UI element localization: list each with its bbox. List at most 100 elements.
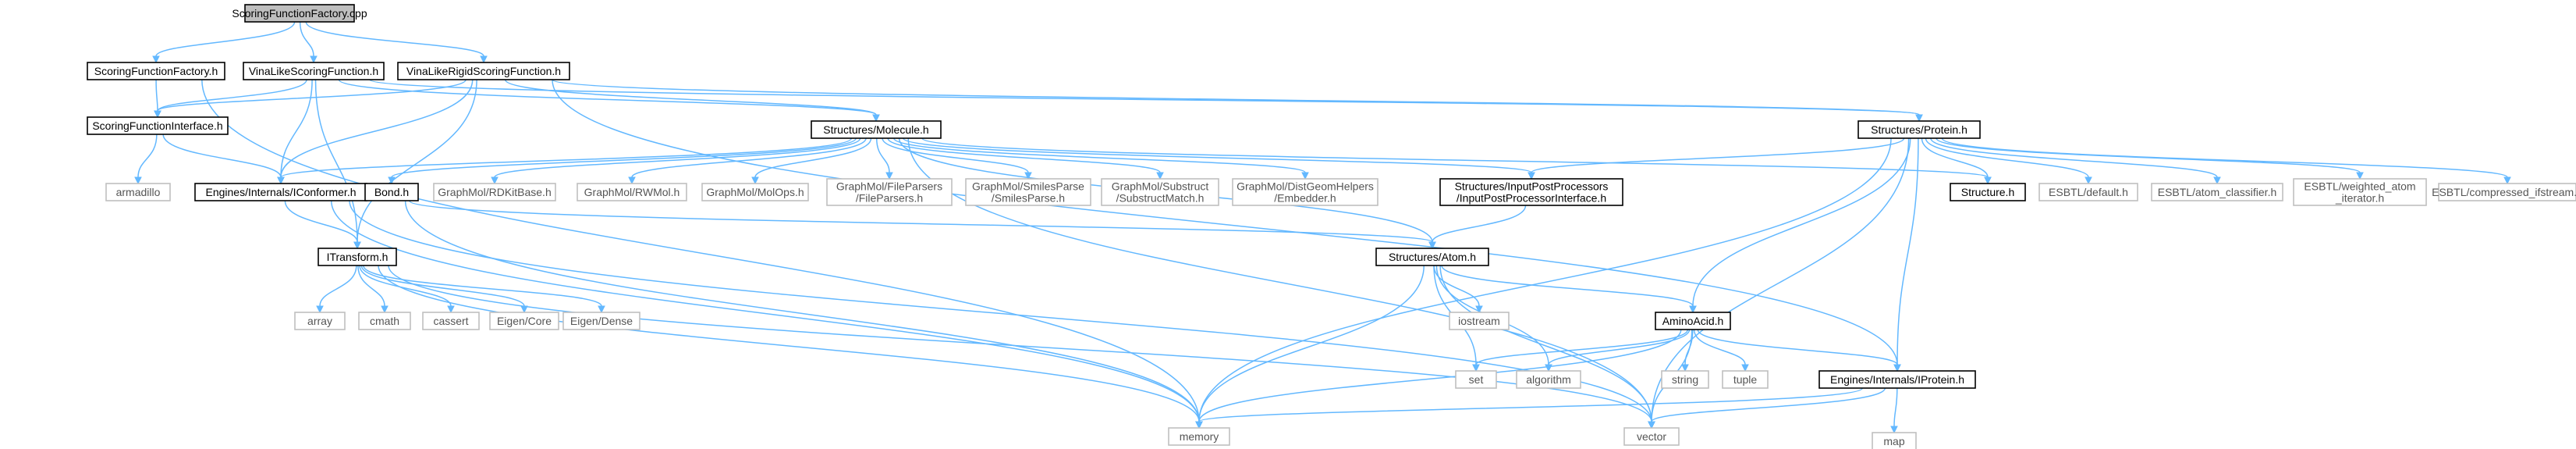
node-iprotein[interactable]: Engines/Internals/IProtein.h <box>1818 370 1976 389</box>
edge-protein-to-ipp <box>1528 137 1905 180</box>
node-iostream: iostream <box>1449 312 1510 330</box>
node-label: /SubstructMatch.h <box>1116 192 1205 205</box>
node-iconformer[interactable]: Engines/Internals/IConformer.h <box>194 183 367 201</box>
node-label: /Embedder.h <box>1274 192 1336 205</box>
node-aminoacid[interactable]: AminoAcid.h <box>1655 312 1731 330</box>
node-label: Engines/Internals/IProtein.h <box>1830 373 1964 386</box>
node-itransform[interactable]: ITransform.h <box>318 248 397 266</box>
edge-molecule-to-distgeom <box>893 137 1309 180</box>
node-label: GraphMol/FileParsers <box>836 180 942 193</box>
node-vector: vector <box>1623 427 1680 446</box>
node-protein[interactable]: Structures/Protein.h <box>1857 120 1981 139</box>
node-molops: GraphMol/MolOps.h <box>701 183 809 201</box>
node-label: string <box>1672 373 1698 386</box>
edge-protein-to-esbtl_compressed <box>1941 137 2511 185</box>
node-label: VinaLikeRigidScoringFunction.h <box>406 65 561 77</box>
node-label: ScoringFunctionFactory.cpp <box>232 7 367 20</box>
node-ipp[interactable]: Structures/InputPostProcessors/InputPost… <box>1439 178 1623 206</box>
node-label: /SmilesParse.h <box>992 192 1065 205</box>
node-root[interactable]: ScoringFunctionFactory.cpp <box>232 4 367 23</box>
node-array: array <box>294 312 346 330</box>
edge-molecule-to-smilesparse <box>882 137 1032 180</box>
edge-bond-to-atom <box>408 200 1436 250</box>
node-esbtl-compressed: ESBTL/compressed_ifstream.h <box>2432 183 2576 201</box>
node-label: GraphMol/Substruct <box>1112 180 1209 193</box>
node-label: iostream <box>1458 315 1500 327</box>
node-sfi-h[interactable]: ScoringFunctionInterface.h <box>87 116 229 135</box>
edge-protein-to-iprotein <box>1893 137 1919 372</box>
edge-molecule-to-molops <box>751 137 872 185</box>
node-esbtl-default: ESBTL/default.h <box>2038 183 2138 201</box>
node-map: map <box>1872 432 1917 449</box>
node-label: Structures/Atom.h <box>1389 251 1476 263</box>
node-distgeom: GraphMol/DistGeomHelpers/Embedder.h <box>1232 178 1378 206</box>
node-label: Structure.h <box>1961 186 2014 198</box>
edge-protein-to-vector <box>1648 137 1910 429</box>
node-rwmol: GraphMol/RWMol.h <box>577 183 687 201</box>
node-label: array <box>307 315 332 327</box>
node-label: GraphMol/RWMol.h <box>584 186 680 198</box>
edge-itransform-to-eigendense <box>363 265 605 314</box>
node-set: set <box>1455 370 1497 389</box>
node-label: VinaLikeScoringFunction.h <box>249 65 378 77</box>
edge-atom-to-iostream <box>1433 265 1483 314</box>
edge-atom-to-memory <box>1195 265 1425 429</box>
node-atom[interactable]: Structures/Atom.h <box>1375 248 1489 266</box>
edge-protein-to-memory <box>1195 137 1892 429</box>
edge-vina_h-to-itransform <box>314 79 361 250</box>
node-label: Eigen/Dense <box>570 315 633 327</box>
edge-molecule-to-iconformer <box>277 137 853 185</box>
edge-molecule-to-fileparsers <box>875 137 893 180</box>
edge-itransform-to-array <box>316 265 357 314</box>
node-label: Structures/InputPostProcessors <box>1455 180 1609 193</box>
edge-protein-to-structure <box>1921 137 1992 185</box>
node-memory: memory <box>1168 427 1230 446</box>
edge-protein-to-aminoacid <box>1689 137 1911 314</box>
node-label: GraphMol/SmilesParse <box>972 180 1084 193</box>
node-substruct: GraphMol/Substruct/SubstructMatch.h <box>1101 178 1219 206</box>
edge-molecule-to-structure <box>921 137 1992 185</box>
node-string: string <box>1661 370 1709 389</box>
node-label: Eigen/Core <box>497 315 552 327</box>
node-cmath: cmath <box>358 312 411 330</box>
node-armadillo: armadillo <box>105 183 171 201</box>
node-fileparsers: GraphMol/FileParsers/FileParsers.h <box>826 178 953 206</box>
node-eigendense: Eigen/Dense <box>562 312 640 330</box>
node-label: memory <box>1180 430 1219 443</box>
edge-sfi_h-to-armadillo <box>134 134 158 185</box>
node-esbtl-atomclass: ESBTL/atom_classifier.h <box>2151 183 2283 201</box>
node-label: armadillo <box>116 186 161 198</box>
node-label: cassert <box>433 315 468 327</box>
edge-protein-to-esbtl_atomclass <box>1930 137 2221 185</box>
node-label: GraphMol/DistGeomHelpers <box>1237 180 1374 193</box>
node-label: /InputPostProcessorInterface.h <box>1457 192 1606 205</box>
edge-molecule-to-substruct <box>887 137 1164 180</box>
edge-molecule-to-rwmol <box>628 137 867 185</box>
node-structure[interactable]: Structure.h <box>1950 183 2026 201</box>
node-label: Engines/Internals/IConformer.h <box>206 186 357 198</box>
node-label: cmath <box>370 315 399 327</box>
edge-atom-to-aminoacid <box>1441 265 1697 314</box>
edge-protein-to-esbtl_default <box>1925 137 2092 185</box>
edge-ipp-to-atom <box>1428 205 1527 250</box>
node-bond[interactable]: Bond.h <box>364 183 419 201</box>
node-molecule[interactable]: Structures/Molecule.h <box>811 120 942 139</box>
edge-itransform-to-cmath <box>357 265 389 314</box>
node-label: /FileParsers.h <box>856 192 923 205</box>
node-sff-h[interactable]: ScoringFunctionFactory.h <box>87 62 225 80</box>
node-label: ScoringFunctionInterface.h <box>92 119 222 132</box>
edge-root-to-sff_h <box>152 21 296 64</box>
edges-layer <box>134 21 2511 434</box>
node-label: ESBTL/weighted_atom <box>2304 180 2415 193</box>
node-label: algorithm <box>1526 373 1571 386</box>
node-label: AminoAcid.h <box>1662 315 1724 327</box>
node-vinarigid-h[interactable]: VinaLikeRigidScoringFunction.h <box>397 62 570 80</box>
node-label: ScoringFunctionFactory.h <box>94 65 218 77</box>
edge-vinarigid_h-to-protein <box>552 79 1923 123</box>
edge-vinarigid_h-to-molecule <box>504 79 880 123</box>
edge-molecule-to-bond <box>388 137 857 185</box>
node-vina-h[interactable]: VinaLikeScoringFunction.h <box>243 62 385 80</box>
edge-root-to-vina_h <box>299 21 318 64</box>
node-label: map <box>1883 435 1904 447</box>
edge-itransform-to-cassert <box>359 265 455 314</box>
